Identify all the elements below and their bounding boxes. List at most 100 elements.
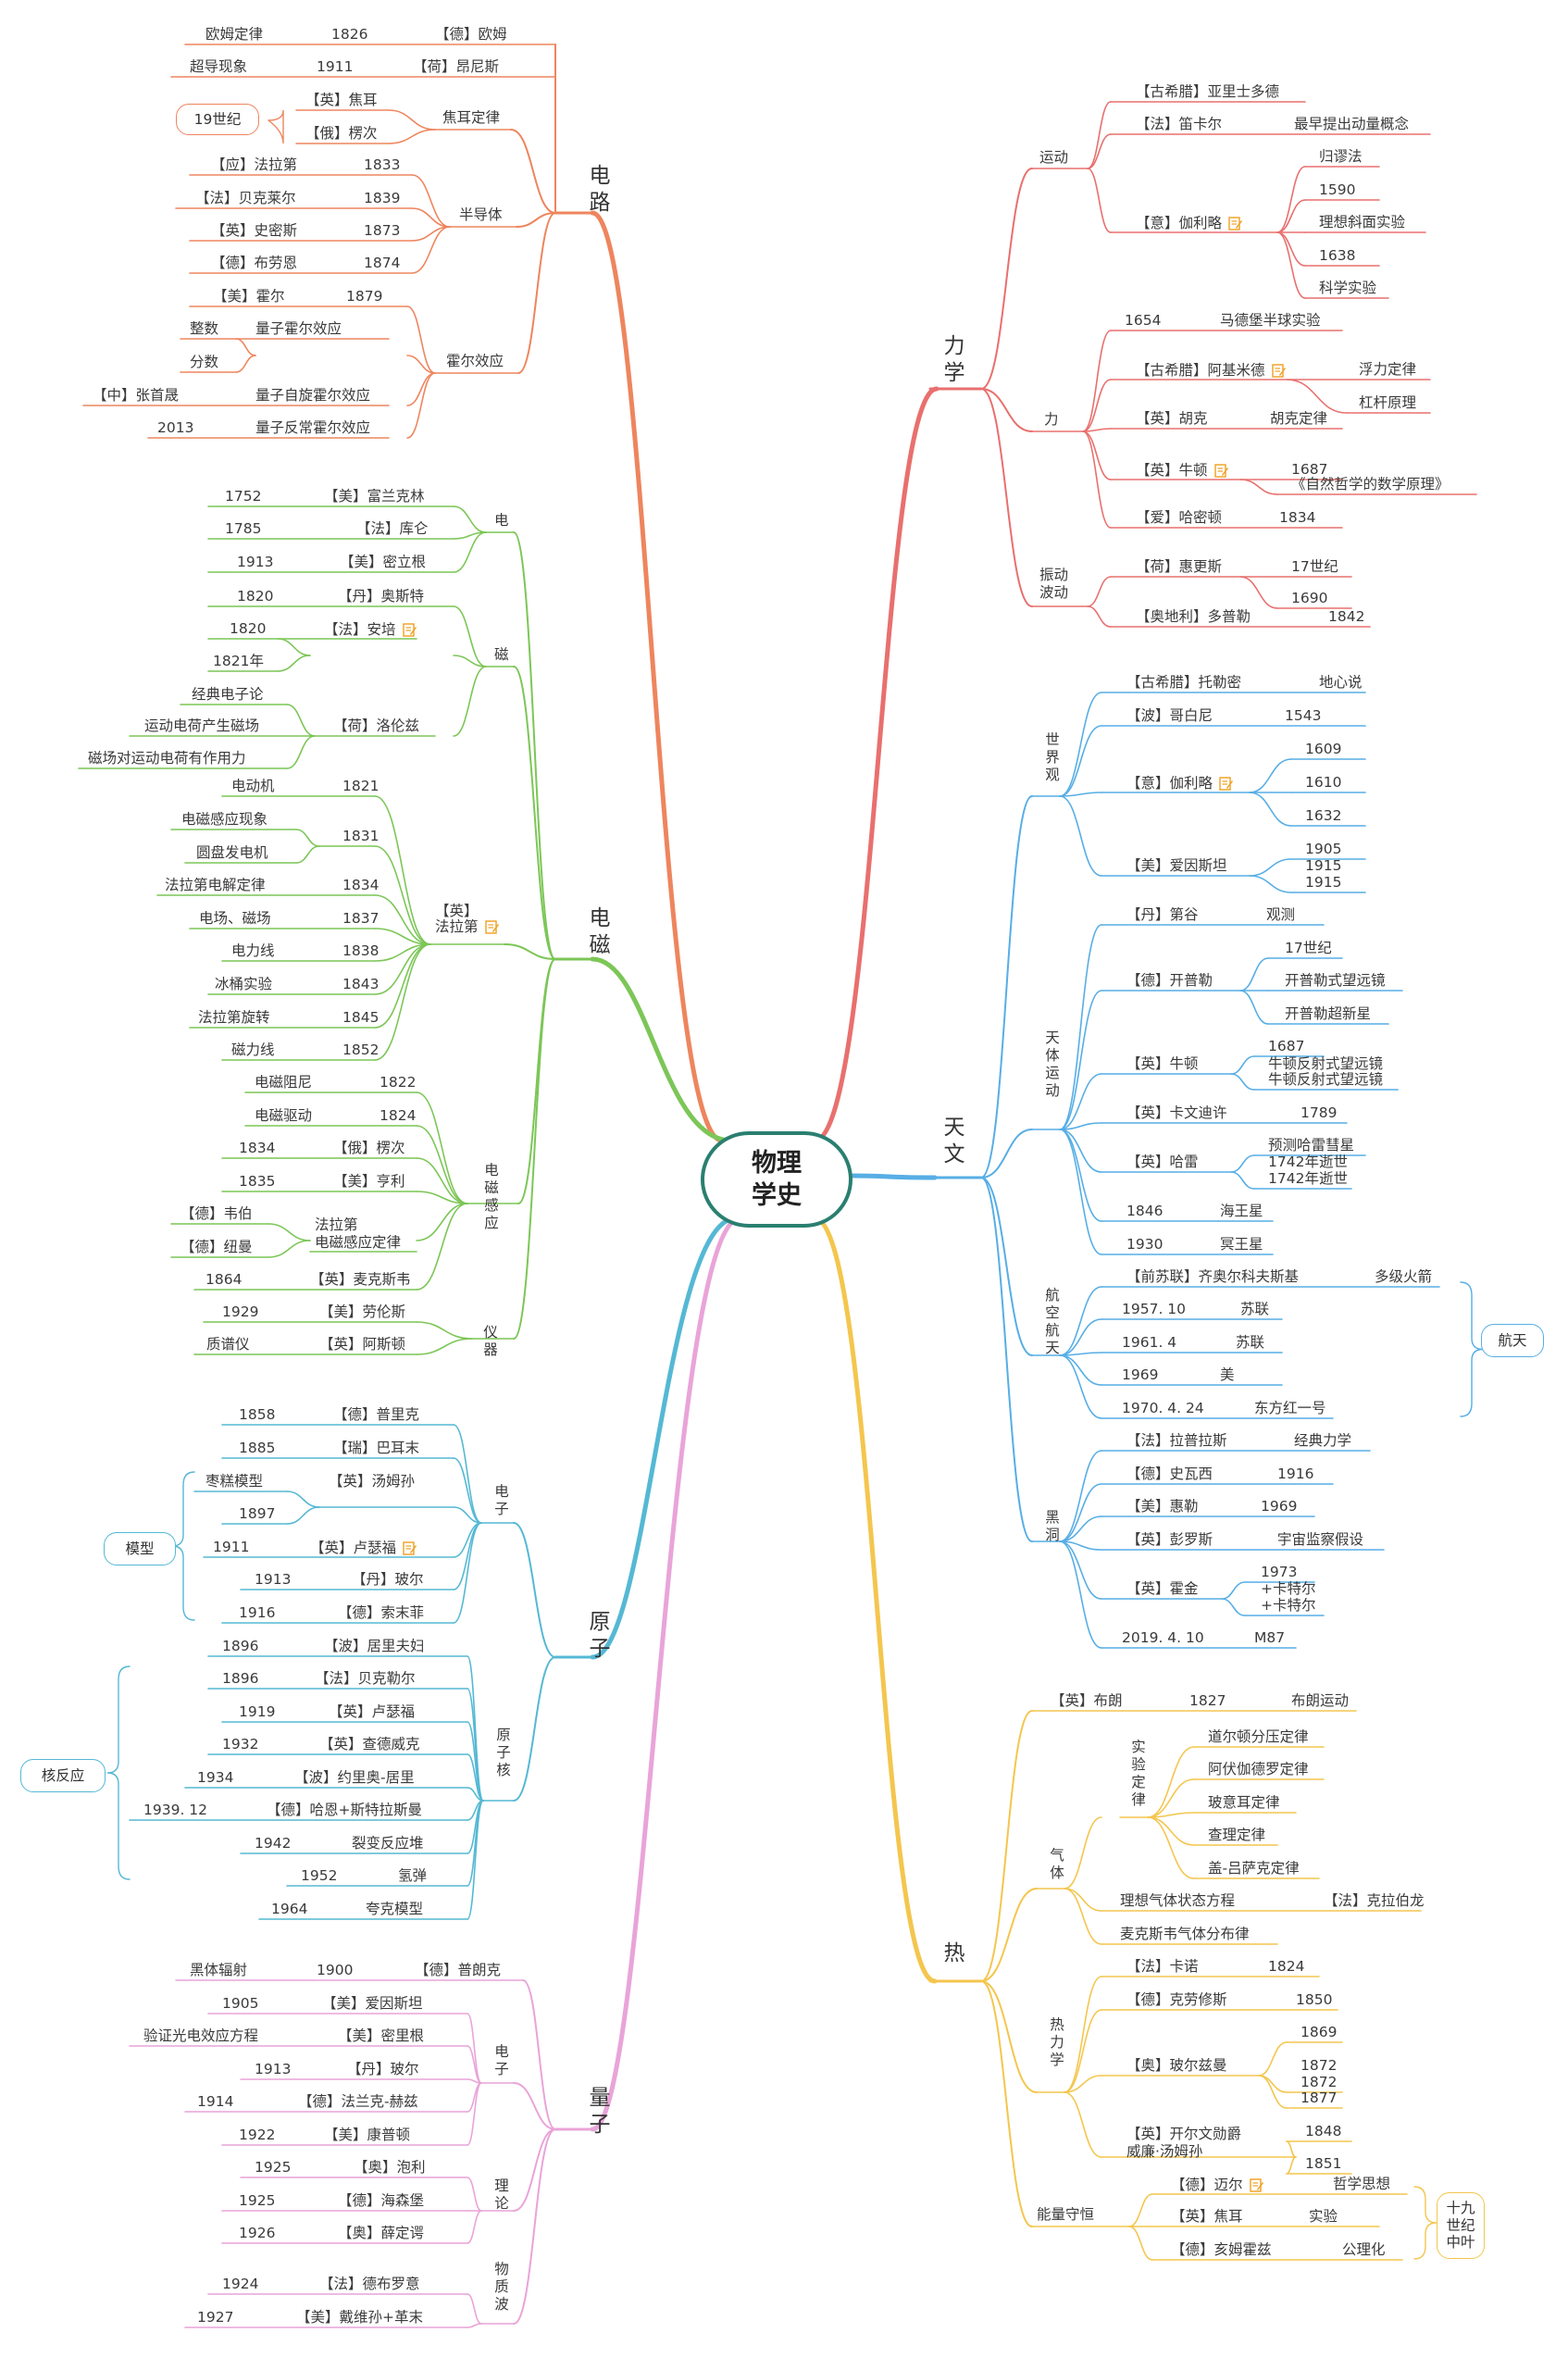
group-tianti-label[interactable]: 天 体 运 动	[1041, 1029, 1064, 1100]
leaf-node-text[interactable]: 1609	[1305, 742, 1341, 757]
leaf-node-text[interactable]: 【美】爱因斯坦	[322, 1996, 423, 2012]
leaf-node-text[interactable]: 1916	[239, 1605, 275, 1621]
leaf-node-text[interactable]: 电场、磁场	[199, 911, 271, 927]
leaf-node-text[interactable]: +卡特尔	[1261, 1581, 1316, 1597]
leaf-node-text[interactable]: 1842	[1328, 609, 1364, 625]
leaf-node-text[interactable]: 【荷】洛伦兹	[333, 718, 419, 734]
group-bandaoti-label[interactable]: 半导体	[459, 207, 503, 223]
leaf-node-text[interactable]: 开普勒式望远镜	[1285, 973, 1386, 989]
leaf-node-text[interactable]: 1957. 10	[1122, 1302, 1186, 1317]
leaf-node-text[interactable]: 开普勒超新星	[1285, 1006, 1371, 1022]
group-yiqi-label[interactable]: 仪 器	[479, 1324, 502, 1359]
leaf-node-text[interactable]: 【法】贝克勒尔	[315, 1671, 416, 1687]
branch-astronomy-label[interactable]: 天 文	[940, 1115, 968, 1168]
leaf-node-text[interactable]: 【英】布朗	[1051, 1693, 1123, 1709]
leaf-node-text[interactable]: 【英】焦耳	[1171, 2209, 1243, 2225]
leaf-node-text[interactable]: 经典力学	[1294, 1433, 1351, 1449]
leaf-node-text[interactable]: 1789	[1300, 1105, 1337, 1121]
leaf-node-text[interactable]: 理想斜面实验	[1319, 215, 1405, 231]
leaf-node-text[interactable]: 【美】劳伦斯	[319, 1304, 405, 1320]
group-ganying-label[interactable]: 电 磁 感 应	[475, 1162, 508, 1232]
leaf-node-text[interactable]: 1872	[1300, 2075, 1337, 2090]
leaf-node-text[interactable]: 黑体辐射	[190, 1963, 247, 1978]
leaf-node-text[interactable]: M87	[1254, 1630, 1285, 1646]
leaf-node-text[interactable]: 1905	[222, 1996, 258, 2012]
leaf-node-text[interactable]: 1926	[239, 2226, 275, 2241]
leaf-node-text[interactable]: 【古希腊】托勒密	[1126, 675, 1241, 691]
leaf-node-text[interactable]: 东方红一号	[1254, 1401, 1326, 1416]
note-icon[interactable]	[1219, 776, 1234, 791]
leaf-node-text[interactable]: 夸克模型	[366, 1902, 423, 1917]
leaf-node-text[interactable]: 1785	[225, 521, 261, 537]
leaf-node-text[interactable]: 1834	[239, 1141, 275, 1156]
leaf-node-text[interactable]: 1874	[364, 256, 400, 271]
leaf-node-text[interactable]: 【英】查德威克	[319, 1737, 420, 1753]
group-dianzi-quantum-label[interactable]: 电 子	[491, 2043, 513, 2078]
note-icon[interactable]	[1213, 463, 1228, 478]
leaf-node-text[interactable]: 冰桶实验	[215, 977, 272, 992]
leaf-node-text[interactable]: 磁场对运动电荷有作用力	[88, 751, 246, 767]
leaf-node-text[interactable]: 法拉第电解定律	[165, 878, 266, 893]
branch-quantum-label[interactable]: 量 子	[586, 2085, 614, 2139]
leaf-node-text[interactable]: 1879	[346, 289, 382, 305]
leaf-node-text[interactable]: 【美】亨利	[333, 1174, 405, 1190]
leaf-node-text[interactable]: 公理化	[1342, 2242, 1386, 2258]
leaf-node-text[interactable]: 1845	[342, 1010, 379, 1026]
leaf-node-text[interactable]: 【英】胡克	[1136, 411, 1208, 427]
leaf-node-text[interactable]: 【波】哥白尼	[1126, 708, 1213, 724]
note-icon[interactable]	[1271, 363, 1286, 378]
leaf-node-text[interactable]: 1900	[317, 1963, 353, 1978]
leaf-node-text[interactable]: 1820	[237, 589, 273, 605]
leaf-node-text[interactable]: 多级火箭	[1375, 1269, 1432, 1285]
leaf-node-text[interactable]: 【丹】奥斯特	[338, 589, 424, 605]
leaf-node-text[interactable]: 【法】克拉伯龙	[1324, 1893, 1425, 1909]
leaf-node-text[interactable]: 预测哈雷彗星	[1268, 1138, 1354, 1154]
leaf-node-text[interactable]: 【法】贝克莱尔	[195, 191, 296, 206]
leaf-node-text[interactable]: 【德】欧姆	[435, 27, 507, 43]
leaf-node-text[interactable]: 【意】伽利略	[1136, 216, 1243, 231]
leaf-node-text[interactable]: 海王星	[1220, 1204, 1263, 1219]
leaf-node-text[interactable]: 【奥】薛定谔	[338, 2226, 424, 2241]
leaf-node-text[interactable]: 【德】海森堡	[338, 2193, 424, 2209]
note-icon[interactable]	[1249, 2177, 1263, 2192]
leaf-node-text[interactable]: 【奥地利】多普勒	[1136, 609, 1251, 625]
leaf-node-text[interactable]: 【英】阿斯顿	[319, 1337, 405, 1353]
leaf-node-text[interactable]: 1932	[222, 1737, 258, 1753]
leaf-node-text[interactable]: 查理定律	[1208, 1827, 1265, 1843]
branch-mechanics-label[interactable]: 力 学	[940, 333, 968, 387]
leaf-node-text[interactable]: 1690	[1291, 591, 1327, 606]
leaf-node-text[interactable]: 1952	[301, 1868, 337, 1884]
leaf-node-text[interactable]: 1632	[1305, 808, 1341, 824]
leaf-node-text[interactable]: 【英】牛顿	[1126, 1056, 1199, 1072]
leaf-node-text[interactable]: 经典电子论	[192, 687, 264, 703]
leaf-node-text[interactable]: +卡特尔	[1261, 1598, 1316, 1614]
leaf-node-text[interactable]: 1820	[230, 621, 266, 637]
leaf-node-text[interactable]: 【波】约里奥-居里	[294, 1770, 415, 1786]
leaf-node-text[interactable]: 【德】纽曼	[180, 1240, 253, 1255]
leaf-node-text[interactable]: 【古希腊】阿基米德	[1136, 363, 1286, 379]
leaf-node-text[interactable]: 质谱仪	[206, 1337, 250, 1353]
leaf-node-text[interactable]: 1913	[255, 1572, 291, 1588]
leaf-node-text[interactable]: 1834	[342, 878, 379, 893]
leaf-node-text[interactable]: 1831	[342, 829, 379, 844]
leaf-node-text[interactable]: 1826	[331, 27, 367, 43]
leaf-node-text[interactable]: 【奥】玻尔兹曼	[1126, 2058, 1227, 2074]
leaf-node-text[interactable]: 【英】哈雷	[1126, 1154, 1199, 1170]
leaf-node-text[interactable]: 【法】安培	[324, 622, 417, 638]
leaf-node-text[interactable]: 1905	[1305, 842, 1341, 857]
callout-19th-century[interactable]: 19世纪	[176, 104, 259, 135]
leaf-node-text[interactable]: 圆盘发电机	[196, 845, 268, 861]
leaf-node-text[interactable]: 【丹】玻尔	[347, 2062, 419, 2077]
leaf-node-text[interactable]: 电磁驱动	[255, 1108, 312, 1124]
leaf-node-text[interactable]: 【德】法兰克-赫兹	[298, 2094, 418, 2110]
leaf-node-text[interactable]: 1590	[1319, 182, 1355, 198]
group-li-label[interactable]: 力	[1044, 412, 1059, 428]
leaf-node-text[interactable]: 1925	[255, 2160, 291, 2176]
leaf-node-text[interactable]: 【英】开尔文勋爵 威廉·汤姆孙	[1126, 2126, 1241, 2162]
leaf-node-text[interactable]: 【美】霍尔	[213, 289, 285, 305]
leaf-node-text[interactable]: 1872	[1300, 2058, 1337, 2074]
leaf-node-text[interactable]: 1742年逝世	[1268, 1154, 1348, 1170]
leaf-node-text[interactable]: 【美】康普顿	[324, 2127, 410, 2143]
leaf-node-text[interactable]: 2019. 4. 10	[1122, 1630, 1204, 1646]
leaf-node-text[interactable]: 【英】霍金	[1126, 1581, 1199, 1597]
